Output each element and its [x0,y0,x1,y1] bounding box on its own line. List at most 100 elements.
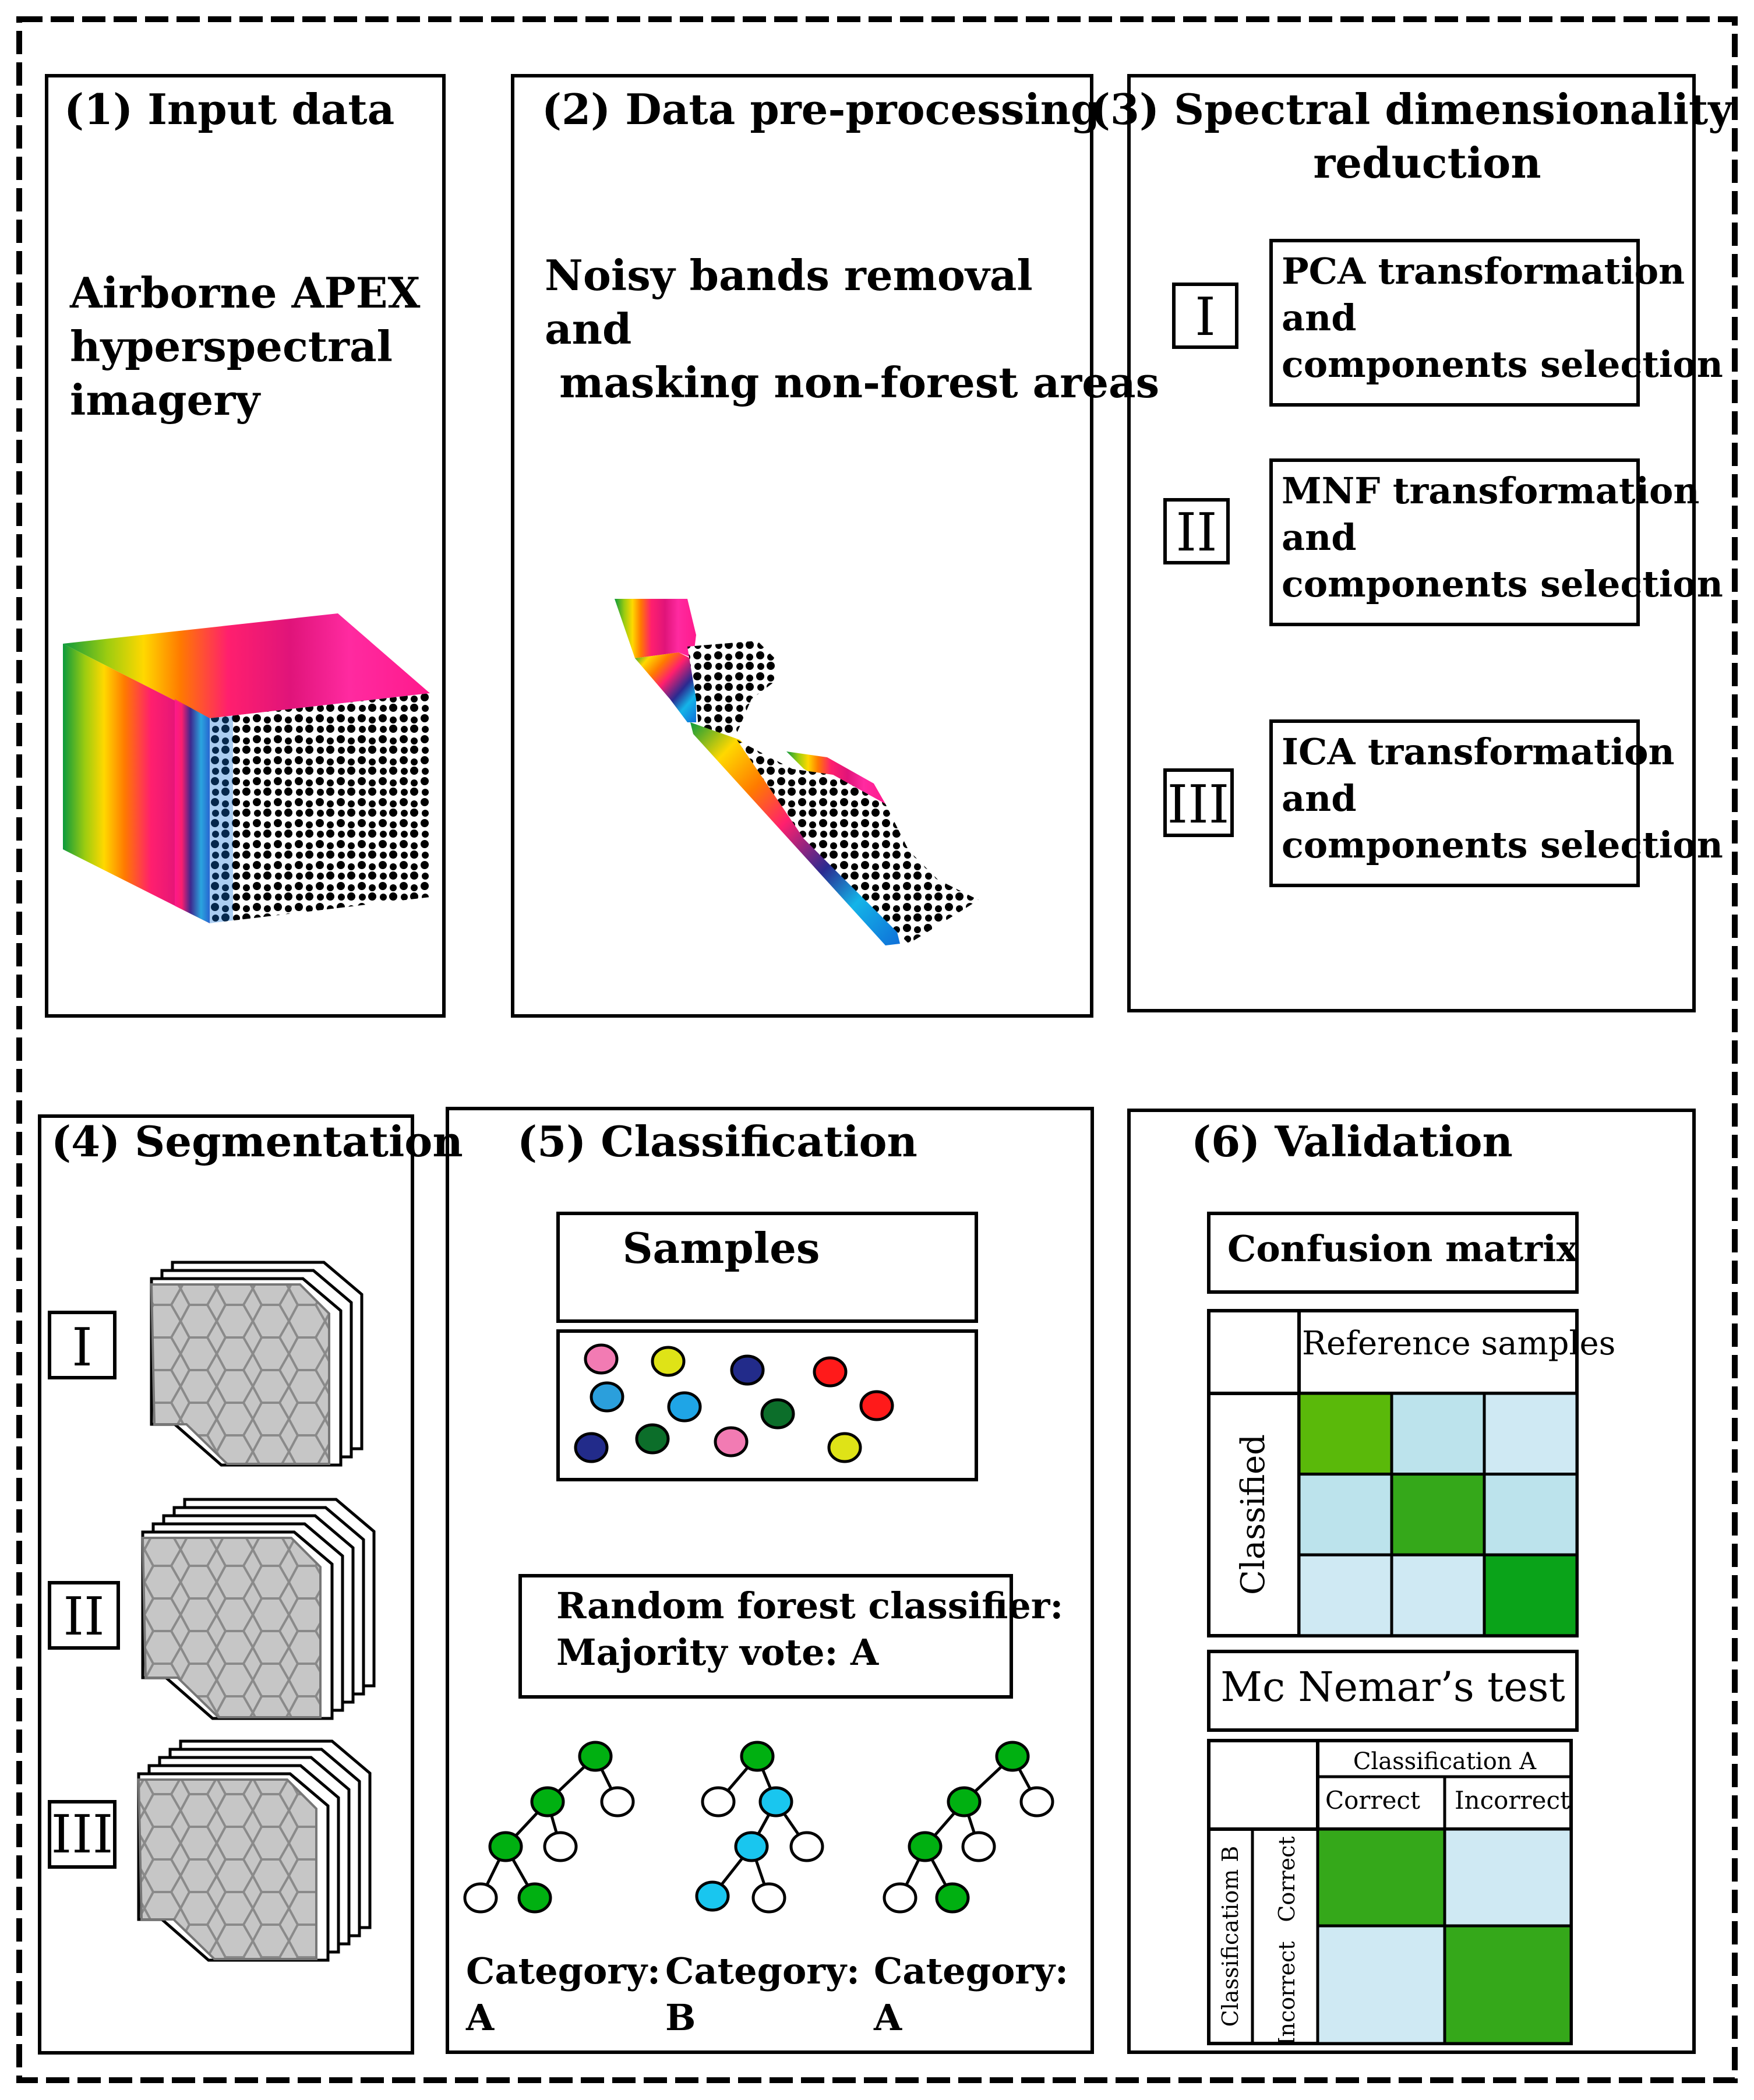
numeral-box [48,1581,120,1650]
panel-classification: (5) Classification Samples Random forest… [446,1107,1094,2054]
svg-text:Incorrect: Incorrect [1455,1786,1570,1815]
tree-node [935,1882,970,1914]
confusion-cell [1297,1553,1393,1637]
svg-text:III: III [51,1804,114,1865]
sample-dot [635,1423,670,1455]
confusion-cell [1483,1473,1579,1557]
svg-text:I: I [72,1317,93,1378]
svg-text:Classification A: Classification A [1353,1748,1537,1775]
tree-node [543,1831,578,1862]
mcnemar-cell [1443,1827,1573,1928]
svg-text:MNF transformation: MNF transformation [1282,470,1699,512]
svg-text:A: A [873,1996,902,2039]
tree-node [908,1831,943,1862]
svg-text:components selection: components selection [1282,824,1723,866]
decision-tree-icon [463,1741,635,1914]
mcnemar-label-box [1207,1650,1579,1732]
svg-text:Incorrect: Incorrect [1274,1941,1300,2045]
confusion-cell [1483,1553,1579,1637]
mcnemar-cell [1316,1827,1446,1928]
svg-text:Reference samples: Reference samples [1302,1325,1615,1363]
panel-title: (2) Data pre-processing [542,84,1100,134]
layer-stack-icon [141,1498,376,1720]
svg-text:masking non-forest areas: masking non-forest areas [545,358,1159,407]
samples-box [556,1212,978,1323]
classifier-box [518,1574,1013,1699]
svg-text:reduction: reduction [1313,138,1541,188]
svg-text:Mc Nemar’s test: Mc Nemar’s test [1220,1663,1565,1711]
svg-text:II: II [1176,502,1217,563]
tree-node [734,1831,769,1862]
svg-text:Random forest classifier:: Random forest classifier: [556,1584,1063,1627]
svg-text:I: I [1195,287,1216,348]
tree-node [740,1741,775,1772]
svg-text:Noisy bands removal: Noisy bands removal [545,250,1033,300]
confusion-cell [1390,1473,1486,1557]
ica-box [1269,719,1640,887]
sample-dot [574,1432,609,1463]
panel-title: (3) Spectral dimensionality [1090,84,1734,134]
svg-text:Classified: Classified [1234,1434,1272,1595]
panel-title: (4) Segmentation [51,1117,463,1166]
svg-text:A: A [465,1996,495,2039]
panel-data-preprocessing: (2) Data pre-processing Noisy bands remo… [511,74,1159,1018]
panel-input-data: (1) Input data Airborne APEX hyperspectr… [45,74,446,1018]
sample-dot [590,1381,624,1413]
sample-dot [714,1426,749,1457]
tree-node [701,1786,736,1817]
sample-dot [584,1343,619,1375]
svg-text:B: B [665,1996,696,2039]
confusion-label-box [1207,1212,1579,1294]
segment-grid [150,1283,330,1465]
tree-node [578,1741,613,1772]
svg-text:Majority vote: A: Majority vote: A [556,1631,879,1674]
tree-node [751,1882,786,1914]
pca-box [1269,239,1640,407]
svg-text:components selection: components selection [1282,343,1723,386]
segmentation-stacks [137,1261,376,1962]
decision-tree-icon [695,1741,824,1914]
svg-text:Correct: Correct [1325,1786,1420,1815]
svg-text:II: II [63,1586,104,1647]
panel-title: (6) Validation [1191,1117,1513,1166]
decision-trees [463,1741,1054,1914]
layer-stack-icon [150,1261,363,1467]
confusion-cell [1297,1392,1393,1476]
mcnemar-table: Classification A Correct Incorrect Class… [1207,1739,1573,2046]
decision-tree-icon [883,1741,1054,1914]
tree-node [758,1786,793,1817]
tree-node [695,1880,730,1912]
svg-text:imagery: imagery [70,375,261,425]
tree-node [995,1741,1030,1772]
tree-node [789,1831,824,1862]
confusion-cell [1483,1392,1579,1476]
svg-text:components selection: components selection [1282,563,1723,605]
tree-node [947,1786,982,1817]
confusion-cell [1390,1392,1486,1476]
tree-node [530,1786,565,1817]
tree-node [1019,1786,1054,1817]
numeral-box [48,1311,117,1379]
masked-forest-icon [615,599,979,945]
svg-text:and: and [1282,297,1357,339]
tree-node [600,1786,635,1817]
svg-text:Confusion matrix: Confusion matrix [1227,1227,1579,1270]
svg-text:and: and [1282,516,1357,559]
confusion-cell [1390,1553,1486,1637]
svg-text:Airborne APEX: Airborne APEX [69,268,421,317]
numeral-box [1172,283,1238,349]
svg-text:and: and [545,304,631,354]
segment-grid [141,1537,322,1718]
svg-text:PCA transformation: PCA transformation [1282,250,1685,292]
numeral-box [1163,498,1230,564]
tree-node [517,1882,552,1914]
mnf-box [1269,458,1640,626]
svg-text:Category:: Category: [665,1950,860,1992]
segment-grid [137,1778,317,1960]
svg-text:III: III [1167,774,1230,835]
svg-text:hyperspectral: hyperspectral [70,322,393,371]
sample-dot [730,1354,765,1386]
sample-dot [667,1391,702,1423]
confusion-cell [1297,1473,1393,1557]
